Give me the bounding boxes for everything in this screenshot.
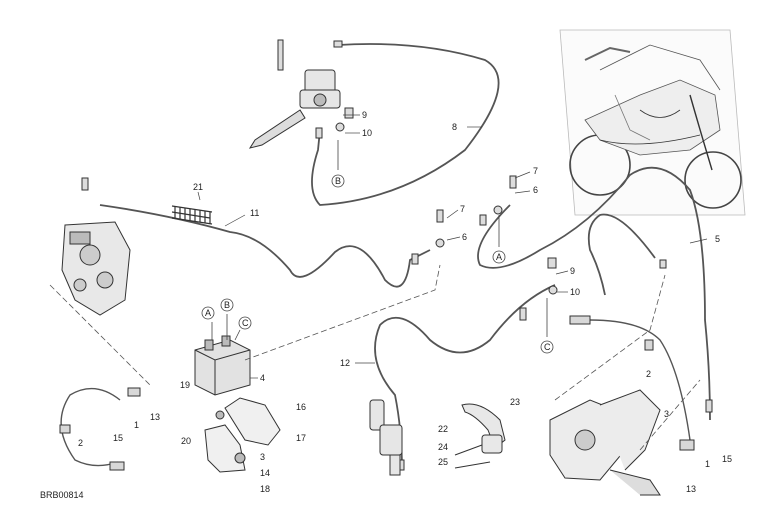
abs-unit	[194, 335, 251, 396]
right-caliper	[549, 389, 661, 496]
left-caliper	[61, 221, 131, 316]
callout-4: 4	[260, 373, 265, 383]
callout-20: 20	[181, 436, 191, 446]
sensor-connectors	[59, 315, 695, 471]
callout-23: 23	[510, 397, 520, 407]
connector-circles	[201, 174, 554, 354]
callout-10-top: 10	[362, 128, 372, 138]
connector-arrows	[211, 140, 548, 341]
callout-3-right: 3	[664, 409, 669, 419]
brake-line-small	[587, 213, 656, 296]
callout-1-left: 1	[134, 420, 139, 430]
callout-9-top: 9	[362, 110, 367, 120]
callout-6-right: 6	[533, 185, 538, 195]
callout-2-left: 2	[78, 438, 83, 448]
connector-label: A	[496, 252, 502, 262]
brake-line-11	[99, 204, 431, 288]
brake-lines	[60, 43, 711, 471]
callout-25: 25	[438, 457, 448, 467]
connector-letters: B A C A B C	[205, 176, 551, 352]
callout-15-right: 15	[722, 454, 732, 464]
callout-15-left: 15	[113, 433, 123, 443]
spiral-sleeve-21	[171, 205, 213, 225]
callout-1-right: 1	[705, 459, 710, 469]
callout-13-left: 13	[150, 412, 160, 422]
callout-10-right: 10	[570, 287, 580, 297]
callout-leaders	[197, 114, 708, 379]
diagram-reference-code: BRB00814	[40, 490, 84, 500]
sensor-cable-right	[589, 319, 691, 441]
callout-9-right: 9	[570, 266, 575, 276]
abs-bracket	[204, 397, 281, 473]
callout-6-mid: 6	[462, 232, 467, 242]
leader-lines	[49, 264, 701, 451]
callout-7-mid: 7	[460, 204, 465, 214]
sensor-assembly	[454, 403, 506, 469]
callout-5: 5	[715, 234, 720, 244]
callout-11: 11	[250, 208, 259, 218]
callout-21: 21	[193, 182, 203, 192]
connector-label: B	[335, 176, 341, 186]
brake-line-12	[374, 284, 556, 471]
connector-label: A	[205, 308, 211, 318]
callout-12: 12	[340, 358, 350, 368]
callout-3-left: 3	[260, 452, 265, 462]
callout-numbers: 9 10 8 21 11 7 6 7 6 5 9 10 12 4 19 16 1…	[78, 110, 732, 494]
callout-24: 24	[438, 442, 448, 452]
brake-line-8	[311, 43, 500, 206]
front-master-cylinder	[248, 69, 341, 149]
connector-label: B	[224, 300, 230, 310]
callout-14: 14	[260, 468, 270, 478]
callout-7-right: 7	[533, 166, 538, 176]
brake-line-5	[477, 166, 711, 421]
callout-13-right: 13	[686, 484, 696, 494]
rear-master-cylinder	[369, 399, 403, 476]
callout-19: 19	[180, 380, 190, 390]
connector-label: C	[544, 342, 551, 352]
motorcycle-thumbnail	[559, 29, 746, 216]
fittings	[81, 39, 713, 471]
connector-label: C	[242, 318, 249, 328]
callout-8: 8	[452, 122, 457, 132]
callout-16: 16	[296, 402, 306, 412]
callout-2-right: 2	[646, 369, 651, 379]
callout-18: 18	[260, 484, 270, 494]
callout-17: 17	[296, 433, 306, 443]
callout-22: 22	[438, 424, 448, 434]
